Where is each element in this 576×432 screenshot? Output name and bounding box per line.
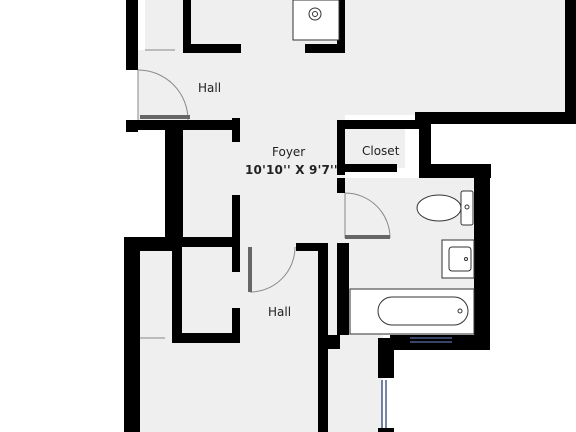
wall: [232, 247, 240, 272]
wall: [337, 164, 397, 172]
wall: [124, 237, 140, 432]
wall: [126, 0, 138, 70]
stove: [292, 0, 340, 41]
wall: [165, 237, 240, 247]
stove-body: [292, 0, 340, 41]
door-threshold: [248, 247, 252, 292]
door-swing-bathroom: [344, 192, 391, 239]
toilet: [416, 190, 474, 226]
wall: [296, 243, 318, 251]
wall: [565, 0, 576, 120]
foyer-label: Foyer: [272, 145, 305, 159]
room-labels: Hall Foyer 10'10'' X 9'7'' Closet Hall: [198, 81, 400, 319]
foyer-dimensions: 10'10'' X 9'7'': [245, 163, 338, 177]
wall: [232, 308, 240, 343]
wall: [172, 333, 240, 343]
hall-lower-label: Hall: [268, 305, 291, 319]
wall: [337, 178, 345, 193]
sink-faucet: [464, 257, 468, 261]
bathtub-drain: [457, 308, 463, 314]
closet-label: Closet: [362, 144, 400, 158]
wall: [415, 112, 576, 124]
wall: [337, 120, 345, 175]
door-swing-upper-hall: [137, 69, 189, 121]
hall-upper-floor: [138, 50, 238, 122]
wall: [183, 0, 191, 52]
toilet-flush: [464, 204, 470, 210]
toilet-bowl: [416, 194, 462, 222]
wall: [183, 44, 241, 53]
wall: [305, 44, 345, 53]
doors: [137, 49, 391, 339]
wall: [419, 120, 431, 166]
wall: [378, 428, 394, 432]
wall: [232, 118, 240, 142]
stove-burner-inner: [312, 11, 318, 17]
wall: [337, 243, 349, 335]
wall: [165, 125, 183, 245]
closet-floor: [345, 128, 405, 168]
sink: [441, 239, 475, 279]
door-threshold: [140, 115, 190, 119]
hall-upper-label: Hall: [198, 81, 221, 95]
bathtub-basin: [377, 296, 469, 326]
wall: [419, 164, 491, 178]
wall: [337, 0, 345, 52]
wall: [232, 195, 240, 255]
bathtub: [349, 288, 475, 335]
wall: [378, 338, 394, 378]
door-threshold: [345, 235, 390, 239]
door-thresholds: [140, 115, 390, 292]
sink-basin: [448, 246, 472, 272]
wall: [337, 120, 431, 129]
foyer-floor: [180, 115, 345, 255]
wall: [318, 335, 340, 349]
windows: [381, 337, 452, 428]
wall: [172, 247, 182, 342]
door-swing-lower-hall: [249, 246, 296, 293]
floor-areas: [138, 0, 565, 432]
wall: [474, 164, 490, 350]
